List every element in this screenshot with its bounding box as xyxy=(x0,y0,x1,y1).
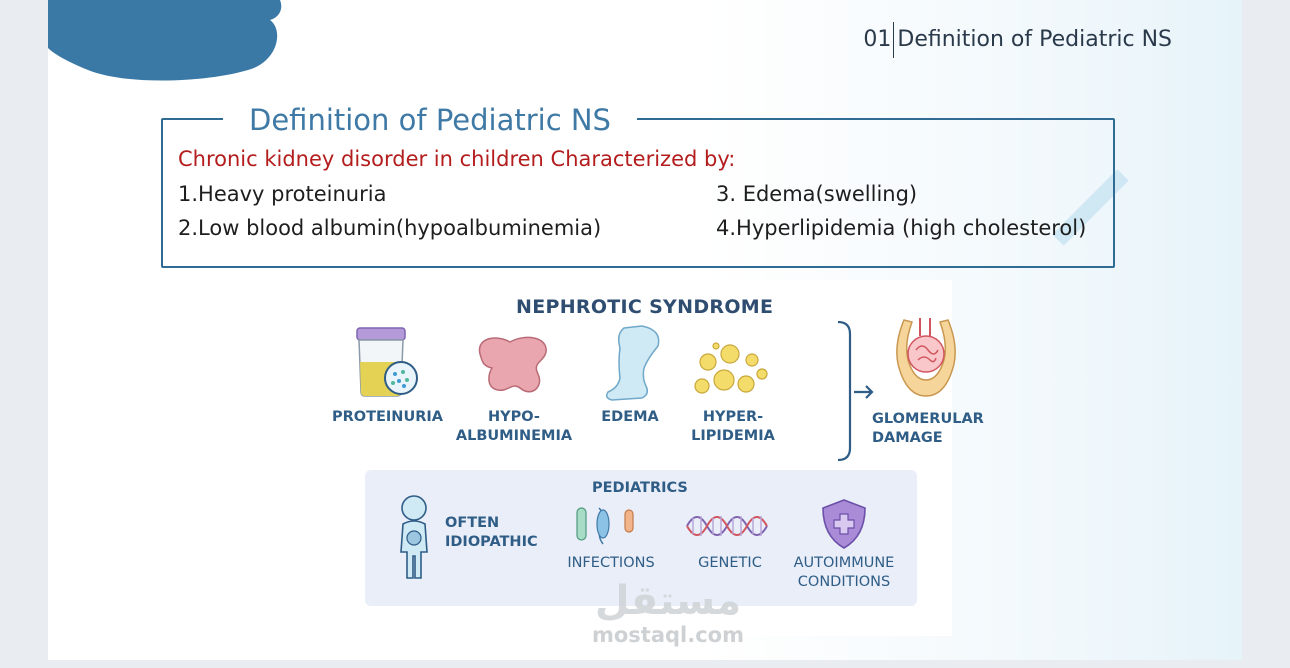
result-label: GLOMERULAR DAMAGE xyxy=(872,411,984,446)
definition-title: Definition of Pediatric NS xyxy=(223,100,637,140)
watermark-arabic: مستقل xyxy=(594,578,742,624)
child-label: OFTEN IDIOPATHIC xyxy=(445,515,538,550)
urine-cup-icon xyxy=(356,327,418,397)
pediatrics-panel: PEDIATRICS OFTEN IDIOPATHIC INFECTIONS xyxy=(365,470,917,606)
nephrotic-syndrome-illustration: NEPHROTIC SYNDROME PROTEINURIA HYPO- ALB… xyxy=(298,280,984,636)
pediatrics-title: PEDIATRICS xyxy=(592,480,688,496)
feature-label: HYPER- LIPIDEMIA xyxy=(691,409,775,444)
cause-label: INFECTIONS xyxy=(567,555,655,571)
swollen-leg-icon xyxy=(605,325,660,401)
section-title: Definition of Pediatric NS xyxy=(897,27,1172,52)
child-icon xyxy=(400,495,428,579)
definition-item: 4.Hyperlipidemia (high cholesterol) xyxy=(716,216,1087,240)
bacteria-icon xyxy=(576,507,634,545)
lipid-droplets-icon xyxy=(694,342,768,394)
illustration-title: NEPHROTIC SYNDROME xyxy=(516,296,774,318)
section-header: 01 Definition of Pediatric NS xyxy=(863,22,1172,58)
feature-label: PROTEINURIA xyxy=(332,409,444,425)
definition-item: 1.Heavy proteinuria xyxy=(178,182,387,206)
albumin-blob-icon xyxy=(478,336,547,393)
feature-label: EDEMA xyxy=(601,409,659,425)
definition-box xyxy=(161,118,1115,268)
watermark-latin: mostaql.com xyxy=(592,623,744,647)
shield-cross-icon xyxy=(822,499,866,549)
watermark: مستقل mostaql.com xyxy=(558,578,778,646)
definition-item: 2.Low blood albumin(hypoalbuminemia) xyxy=(178,216,602,240)
section-number: 01 xyxy=(863,22,895,58)
slide: 01 Definition of Pediatric NS Definition… xyxy=(48,0,1242,660)
decorative-blob-icon xyxy=(48,0,282,81)
definition-subtitle: Chronic kidney disorder in children Char… xyxy=(178,147,736,171)
dna-icon xyxy=(686,516,768,536)
glomerulus-icon xyxy=(896,318,956,397)
cause-label: GENETIC xyxy=(698,555,762,571)
feature-label: HYPO- ALBUMINEMIA xyxy=(455,409,573,444)
cause-label: AUTOIMMUNE CONDITIONS xyxy=(793,555,895,590)
bracket-arrow-icon xyxy=(837,320,874,462)
definition-item: 3. Edema(swelling) xyxy=(716,182,918,206)
